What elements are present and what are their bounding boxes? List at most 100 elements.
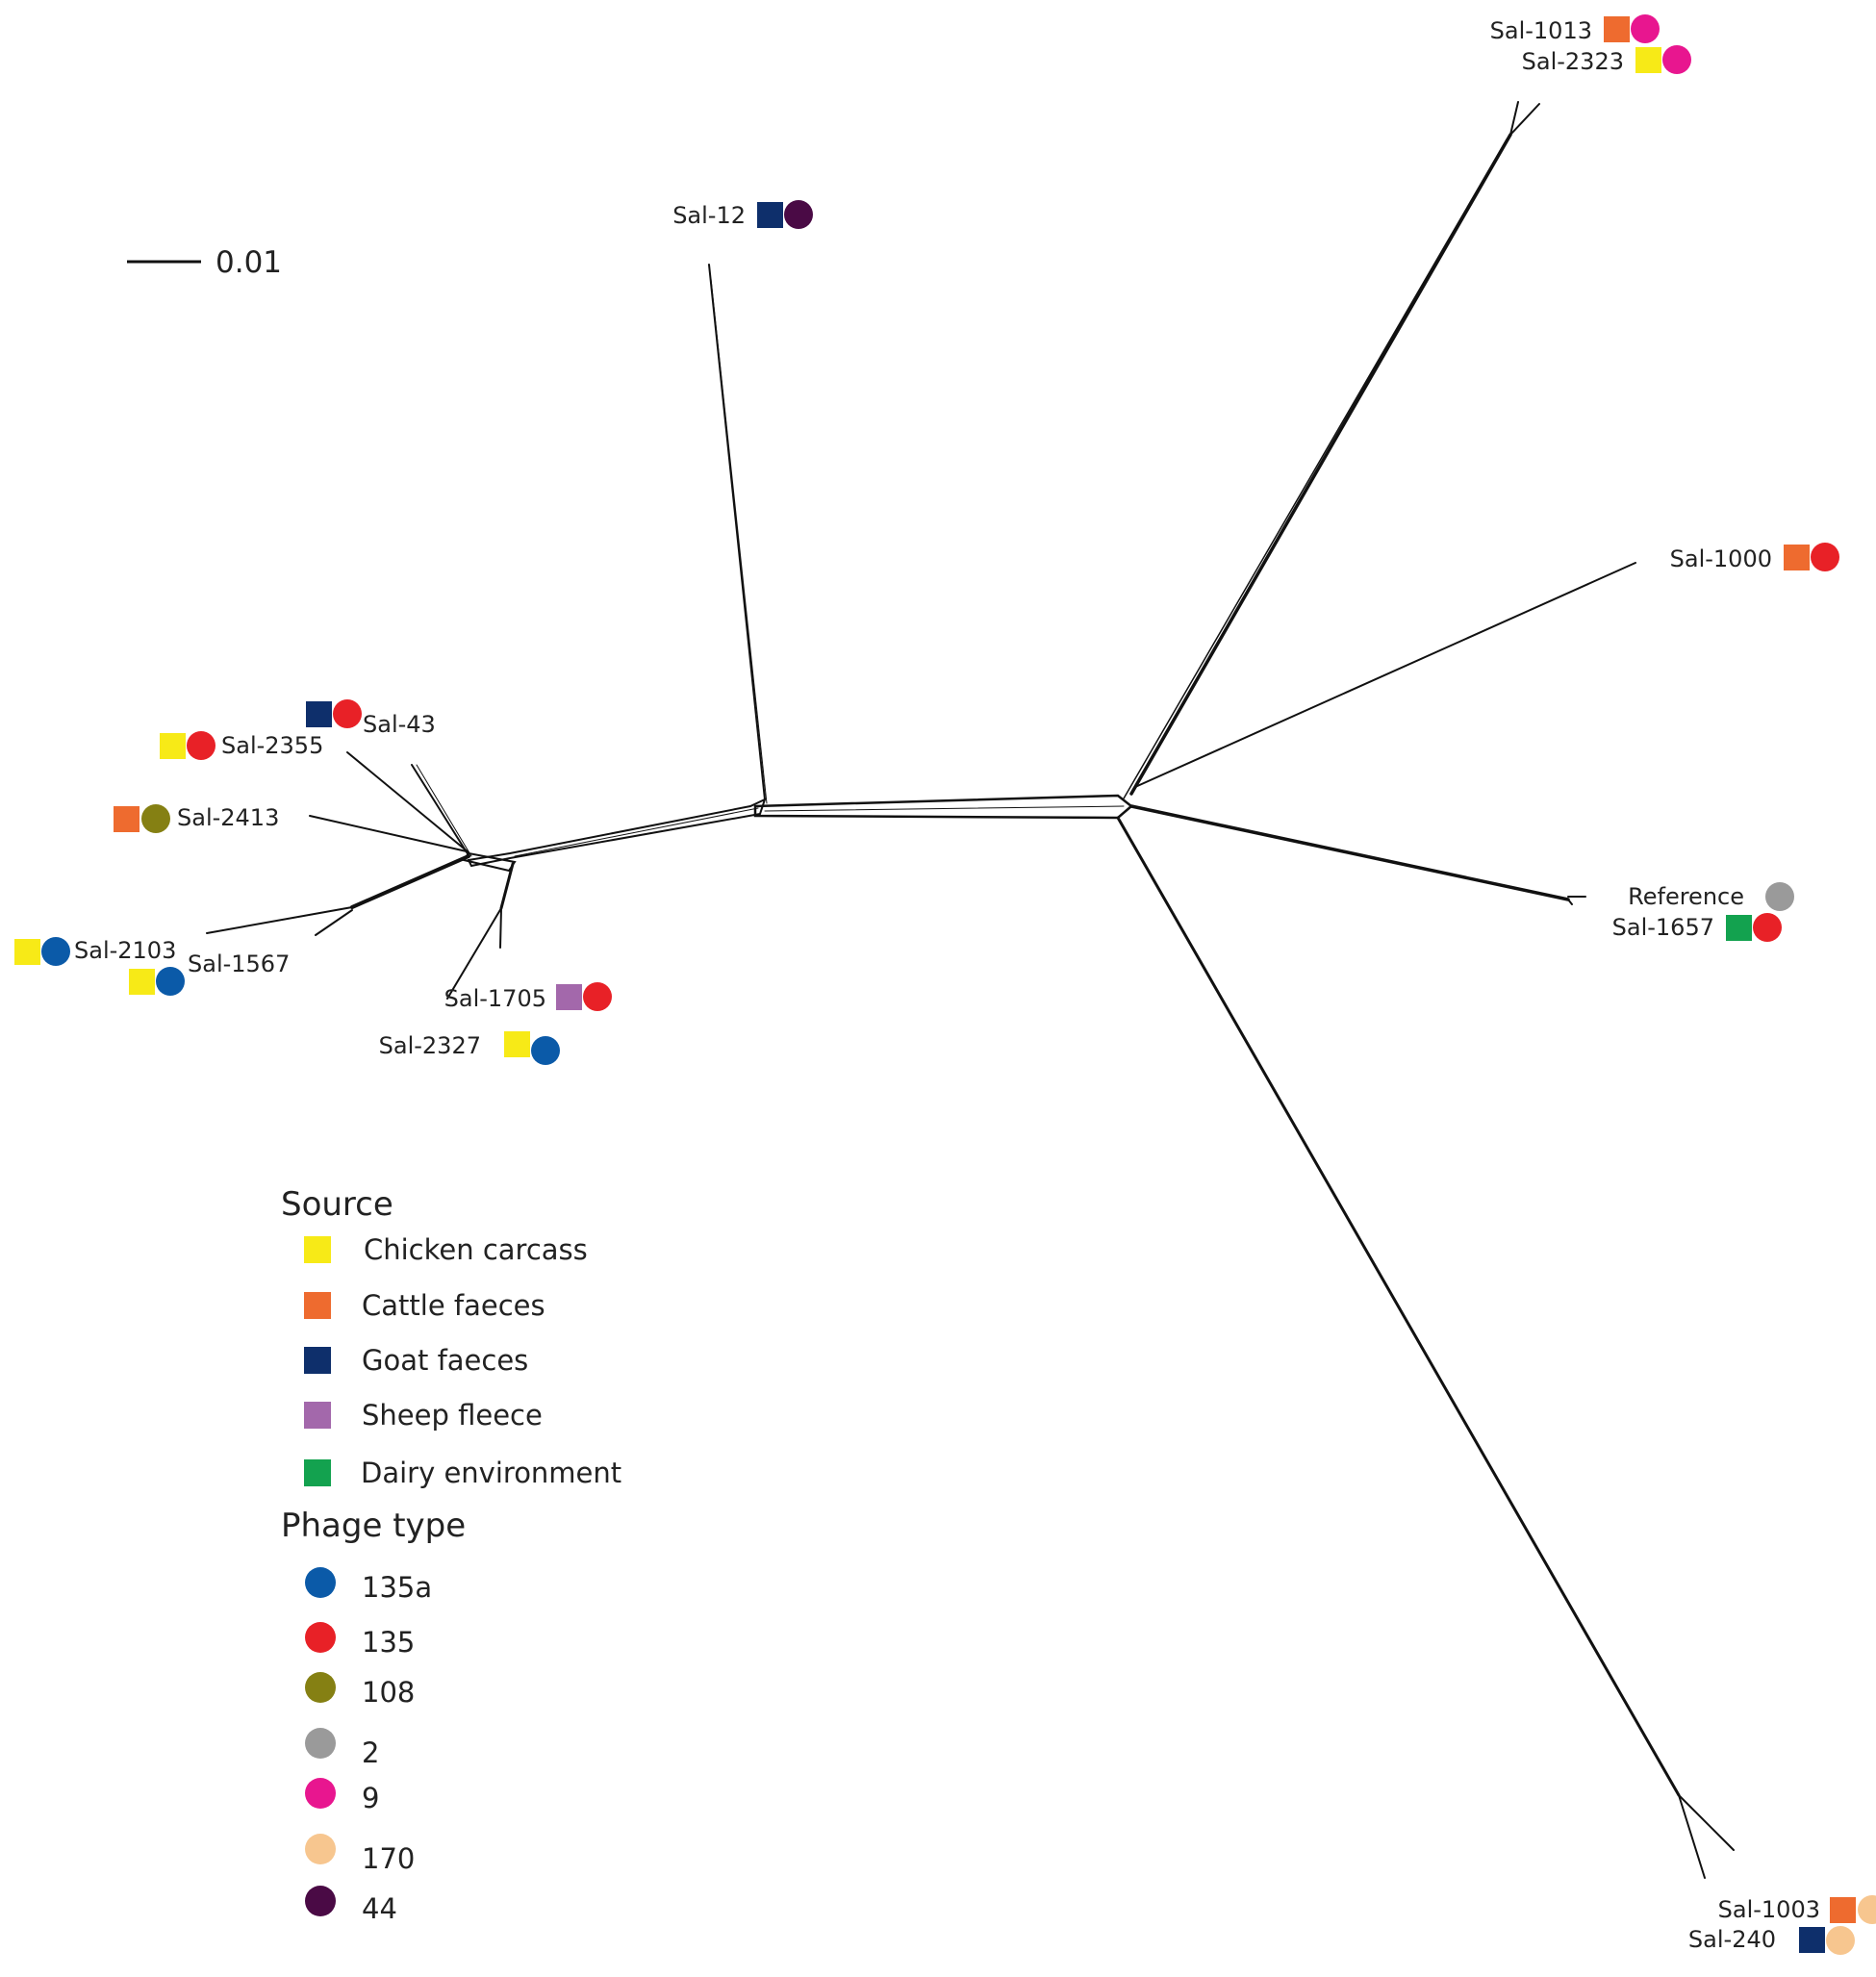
legend-label: 9 (362, 1782, 379, 1814)
legend-swatch (304, 1292, 331, 1319)
source-marker (1799, 1927, 1825, 1953)
legend-swatch (305, 1622, 336, 1653)
legend-label: Goat faeces (362, 1344, 528, 1377)
branch-sal-2355 (346, 751, 469, 853)
taxon-label: Sal-2413 (177, 804, 279, 831)
source-marker (757, 202, 783, 228)
legend-item-goat-faeces: Goat faeces (304, 1344, 528, 1377)
legend-label: Sheep fleece (362, 1399, 543, 1432)
branch-sal-2327 (499, 907, 502, 949)
legend-swatch (305, 1834, 336, 1864)
taxon-label: Sal-1657 (1612, 914, 1714, 941)
legend-item-chicken-carcass: Chicken carcass (304, 1233, 588, 1266)
branch-sal-1567 (315, 909, 353, 936)
legend-source-title: Source (281, 1185, 393, 1224)
central-split-line (764, 805, 1125, 812)
branch-sal-1657 (1567, 899, 1573, 905)
legend-swatch (304, 1236, 331, 1263)
taxon-sal-2323: Sal-2323 (1522, 45, 1691, 75)
branch-sal-43-twin (416, 764, 472, 857)
legend-swatch (305, 1567, 336, 1598)
taxon-label: Sal-2355 (221, 732, 323, 759)
branch-reference-1657 (1129, 804, 1570, 901)
legend-label: 2 (362, 1736, 379, 1769)
taxon-sal-1003: Sal-1003 (1718, 1895, 1876, 1924)
taxon-label: Reference (1628, 883, 1744, 910)
taxon-label: Sal-240 (1688, 1926, 1776, 1953)
legend-swatch (304, 1402, 331, 1429)
legend-item-phage-2: 2 (305, 1728, 379, 1769)
left-trunk-branch (467, 798, 767, 868)
phage-marker (1753, 913, 1782, 942)
legend-item-phage-108: 108 (305, 1672, 415, 1709)
legend-swatch (305, 1672, 336, 1703)
branch-sal-43 (411, 764, 469, 856)
branch-sal-1013-2323-clade (1129, 133, 1512, 796)
legend-label: Cattle faeces (362, 1289, 545, 1322)
legend: Source Chicken carcass Cattle faeces Goa… (281, 1185, 621, 1925)
legend-label: Dairy environment (361, 1457, 621, 1489)
legend-item-phage-44: 44 (305, 1886, 397, 1925)
legend-label: 170 (362, 1842, 415, 1875)
legend-label: 108 (362, 1676, 415, 1709)
taxon-sal-1000: Sal-1000 (1670, 543, 1839, 572)
source-marker (1635, 47, 1661, 73)
taxon-label: Sal-1705 (444, 985, 546, 1012)
legend-swatch (305, 1778, 336, 1809)
branch-sal-2413 (309, 815, 468, 852)
legend-label: 44 (362, 1892, 397, 1925)
taxon-label: Sal-1003 (1718, 1896, 1820, 1923)
phage-marker (333, 699, 362, 728)
scale-bar: 0.01 (127, 245, 282, 280)
legend-item-phage-135: 135 (305, 1622, 415, 1659)
branch-sal-12-twin (710, 278, 768, 804)
phage-marker (41, 937, 70, 966)
branch-sal-1000 (1134, 562, 1636, 788)
taxon-sal-2103: Sal-2103 (14, 937, 176, 966)
taxon-label: Sal-12 (672, 202, 746, 229)
legend-swatch (305, 1728, 336, 1759)
taxon-label: Sal-1013 (1490, 17, 1592, 44)
phage-marker (1765, 882, 1794, 911)
branch-sal-1705 (446, 907, 502, 1000)
source-marker (504, 1031, 530, 1057)
phage-marker (1858, 1895, 1876, 1924)
phage-marker (1826, 1926, 1855, 1955)
legend-item-sheep-fleece: Sheep fleece (304, 1399, 543, 1432)
taxon-sal-12: Sal-12 (672, 200, 813, 229)
phage-marker (187, 731, 215, 760)
legend-swatch (304, 1459, 331, 1486)
taxon-label: Sal-2103 (74, 937, 176, 964)
left-trunk-inner-line (514, 807, 759, 857)
branch-sal-1013-2323-clade-twin (1123, 139, 1508, 799)
taxon-reference: Reference (1628, 882, 1794, 911)
phage-marker (1631, 14, 1660, 43)
legend-label: 135a (362, 1571, 432, 1604)
legend-item-cattle-faeces: Cattle faeces (304, 1289, 545, 1322)
branch-sal-1003-240-clade (1116, 816, 1681, 1797)
source-marker (556, 984, 582, 1010)
phage-marker (583, 982, 612, 1011)
phage-marker (1662, 45, 1691, 74)
source-marker (14, 939, 40, 965)
branch-sal-1705-2327-clade (499, 862, 515, 910)
legend-label: 135 (362, 1626, 415, 1659)
source-marker (1726, 915, 1752, 941)
phage-marker (784, 200, 813, 229)
branch-sal-2103 (206, 906, 353, 934)
phage-marker (156, 967, 185, 996)
taxon-sal-1657: Sal-1657 (1612, 913, 1782, 942)
branch-sal-1003 (1678, 1794, 1735, 1851)
taxon-sal-240: Sal-240 (1688, 1926, 1855, 1955)
taxon-sal-2355: Sal-2355 (160, 731, 323, 760)
taxon-sal-1567: Sal-1567 (129, 950, 290, 996)
phage-marker (141, 804, 170, 833)
legend-item-dairy-environment: Dairy environment (304, 1457, 621, 1489)
source-marker (306, 701, 332, 727)
legend-phage-title: Phage type (281, 1507, 466, 1545)
taxon-sal-43: Sal-43 (306, 699, 436, 738)
legend-label: Chicken carcass (364, 1233, 588, 1266)
taxon-sal-2327: Sal-2327 (379, 1031, 560, 1065)
tree-branches (206, 101, 1735, 1879)
source-marker (160, 733, 186, 759)
